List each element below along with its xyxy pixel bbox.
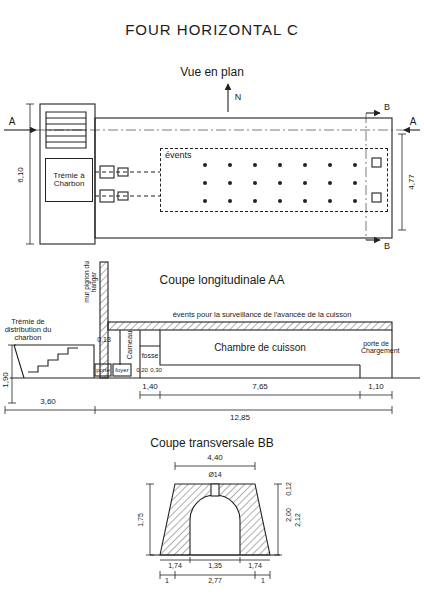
dimension: 7,65 (252, 383, 268, 391)
vent-hole (228, 163, 232, 167)
vent-hole (303, 199, 307, 203)
dimension: 1,10 (368, 383, 384, 391)
vent-hole (203, 199, 207, 203)
vent-hole (278, 163, 282, 167)
dimension: 4,40 (207, 454, 223, 462)
dimension: 2,00 (285, 508, 292, 522)
dimension: Ø14 (207, 471, 222, 478)
view-title: Coupe transversale BB (150, 437, 273, 450)
vent-hole (253, 199, 257, 203)
node-text: Trémie à Charbon (50, 172, 88, 189)
vent-hole (353, 163, 357, 167)
dimension: 1,35 (208, 562, 222, 569)
part-name: Carneau (126, 331, 134, 360)
vent-hole (353, 199, 357, 203)
dimension: 1 (165, 577, 169, 584)
dimension: 4,77 (408, 174, 416, 190)
dimension: 12,85 (230, 414, 250, 422)
vent-hole (278, 199, 282, 203)
longitudinal-section (4, 262, 420, 414)
vent-hole (228, 199, 232, 203)
dimension: 1,75 (137, 513, 144, 527)
vent-hole (203, 181, 207, 185)
dimension: 0,12 (285, 482, 292, 496)
part-name: porte (96, 367, 110, 373)
dimension: 3,60 (40, 398, 56, 406)
dimension: 2,12 (294, 513, 301, 527)
dimension: 0,20 (136, 367, 148, 373)
vent-hole (303, 181, 307, 185)
vent-hole (203, 163, 207, 167)
vent-hole (253, 163, 257, 167)
view-title: Coupe longitudinale AA (160, 274, 285, 287)
part-name: porte de Chargement (361, 340, 391, 355)
hopper-box: Trémie à Charbon (45, 158, 93, 202)
vent-hole (328, 199, 332, 203)
vent-hole (328, 181, 332, 185)
transverse-section (146, 462, 282, 579)
vent-hole (328, 163, 332, 167)
view-title: Vue en plan (180, 66, 244, 79)
part-name: foyer (115, 367, 128, 373)
vent-hole (303, 163, 307, 167)
part-name: fosse (142, 352, 159, 359)
node-text: évents (165, 151, 383, 160)
dimension: 1 (261, 577, 265, 584)
dimension: 2,77 (208, 577, 222, 584)
dimension: 1,74 (248, 562, 262, 569)
dimension: 0,13 (97, 336, 111, 343)
dimension: 1,74 (168, 562, 182, 569)
vent-hole (278, 181, 282, 185)
section-mark: A (9, 117, 16, 128)
vent-hole (253, 181, 257, 185)
plan-view (4, 84, 420, 244)
section-mark: A (410, 117, 417, 128)
vent-hole (228, 181, 232, 185)
dimension: 0,30 (150, 367, 162, 373)
vent-hole (353, 181, 357, 185)
section-mark: B (384, 242, 390, 251)
part-name: Trémie de distribution du charbon (2, 318, 54, 342)
firing-chamber-outline: évents (160, 148, 388, 212)
part-name: Chambre de cuisson (214, 343, 306, 354)
dimension: 1,40 (142, 383, 158, 391)
part-name: mur pignon du hangar (84, 257, 98, 307)
section-mark: B (384, 103, 390, 112)
drawing-title: FOUR HORIZONTAL C (125, 22, 299, 38)
dimension: 6,10 (17, 167, 25, 183)
north-mark: N (235, 93, 242, 102)
note: évents pour la surveillance de l'avancée… (173, 311, 352, 319)
vent-holes (203, 163, 357, 203)
dimension: 1,90 (2, 371, 10, 389)
